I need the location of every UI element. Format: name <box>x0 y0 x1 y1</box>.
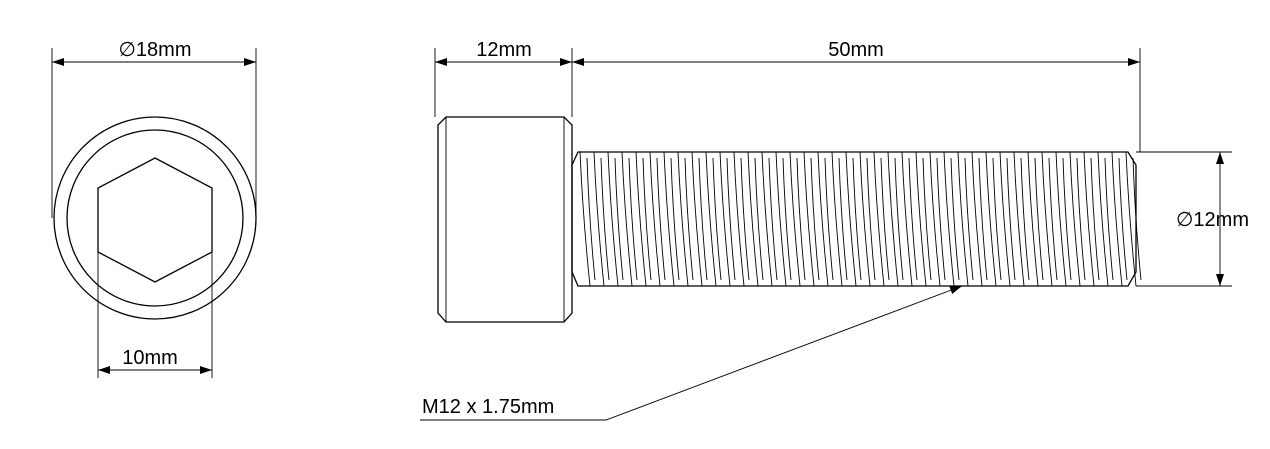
thread-root <box>936 157 946 281</box>
thread-crest <box>1027 151 1039 287</box>
thread-crest <box>915 151 927 287</box>
thread-crest <box>691 151 703 287</box>
thread-crest <box>677 151 689 287</box>
thread-crest <box>901 151 913 287</box>
thread-crest <box>873 151 885 287</box>
thread-crest <box>1055 151 1067 287</box>
thread-root <box>950 157 960 281</box>
thread-root <box>838 157 848 281</box>
thread-root <box>1076 157 1086 281</box>
bolt-head <box>437 116 573 323</box>
thread-crest <box>649 151 661 287</box>
thread-root <box>586 157 596 281</box>
thread-root <box>992 157 1002 281</box>
thread-crest <box>747 151 759 287</box>
thread-leader-line <box>420 285 963 421</box>
thread-crest <box>943 151 955 287</box>
bolt-shank <box>571 151 1137 287</box>
thread-root <box>810 157 820 281</box>
thread-root <box>796 157 806 281</box>
thread-root <box>880 157 890 281</box>
thread-spec-label: M12 x 1.75mm <box>422 396 554 418</box>
thread-crest <box>845 151 857 287</box>
thread-root <box>894 157 904 281</box>
thread-crest <box>985 151 997 287</box>
thread-root <box>964 157 974 281</box>
thread-crest <box>579 151 591 287</box>
head-outer-circle <box>53 116 257 320</box>
side-view: 12mm 50mm ∅12mm M12 x 1.75mm <box>420 39 1249 421</box>
thread-crest <box>887 151 899 287</box>
thread-root <box>908 157 918 281</box>
thread-crest <box>957 151 969 287</box>
head-inner-circle <box>66 129 244 307</box>
thread-crest <box>803 151 815 287</box>
thread-root <box>754 157 764 281</box>
thread-root <box>1006 157 1016 281</box>
hex-socket-label: 10mm <box>122 347 178 369</box>
thread-root <box>824 157 834 281</box>
shank-length-label: 50mm <box>828 39 884 61</box>
thread-root <box>712 157 722 281</box>
hex-socket <box>97 157 213 283</box>
thread-crest <box>1041 151 1053 287</box>
thread-crest <box>635 151 647 287</box>
thread-crest <box>1069 151 1081 287</box>
thread-crest <box>817 151 829 287</box>
thread-root <box>922 157 932 281</box>
head-diameter-label: ∅18mm <box>119 39 192 61</box>
thread-crest <box>621 151 633 287</box>
thread-root <box>684 157 694 281</box>
shank-diameter-label: ∅12mm <box>1176 209 1249 231</box>
thread-root <box>1090 157 1100 281</box>
thread-root <box>600 157 610 281</box>
thread-root <box>670 157 680 281</box>
thread-crest <box>1013 151 1025 287</box>
thread-root <box>978 157 988 281</box>
thread-crest <box>1083 151 1095 287</box>
thread-root <box>698 157 708 281</box>
thread-root <box>614 157 624 281</box>
thread-crest <box>775 151 787 287</box>
thread-root <box>1132 157 1142 281</box>
thread-root <box>1020 157 1030 281</box>
thread-root <box>1034 157 1044 281</box>
thread-crest <box>1097 151 1109 287</box>
thread-root <box>740 157 750 281</box>
thread-root <box>852 157 862 281</box>
thread-crest <box>593 151 605 287</box>
thread-root <box>656 157 666 281</box>
thread-crest <box>1111 151 1123 287</box>
thread-root <box>1062 157 1072 281</box>
thread-crest <box>859 151 871 287</box>
thread-crest <box>999 151 1011 287</box>
thread-root <box>1104 157 1114 281</box>
thread-crest <box>831 151 843 287</box>
thread-root <box>1048 157 1058 281</box>
thread-crest <box>719 151 731 287</box>
thread-root <box>866 157 876 281</box>
thread-root <box>642 157 652 281</box>
thread-crest <box>789 151 801 287</box>
thread-root <box>782 157 792 281</box>
thread-crest <box>733 151 745 287</box>
thread-crest <box>663 151 675 287</box>
thread-root <box>726 157 736 281</box>
thread-crest <box>761 151 773 287</box>
thread-lines <box>579 151 1142 287</box>
thread-crest <box>705 151 717 287</box>
thread-crest <box>1125 151 1137 287</box>
thread-root <box>768 157 778 281</box>
end-view: ∅18mm 10mm <box>51 39 257 378</box>
thread-root <box>628 157 638 281</box>
thread-crest <box>971 151 983 287</box>
thread-crest <box>929 151 941 287</box>
head-length-label: 12mm <box>476 39 532 61</box>
thread-crest <box>607 151 619 287</box>
thread-root <box>1118 157 1128 281</box>
